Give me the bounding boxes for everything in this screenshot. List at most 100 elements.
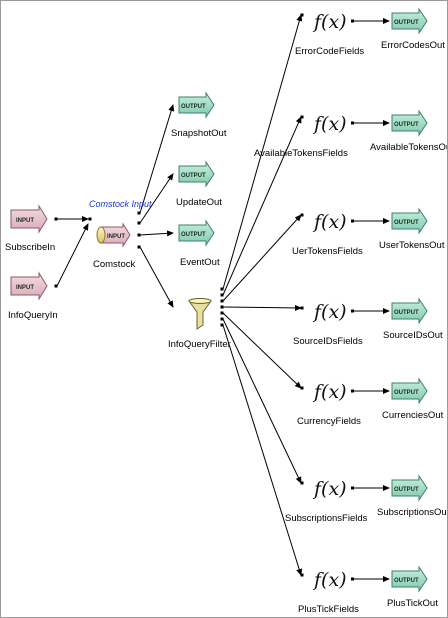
connector: [139, 173, 174, 224]
funnel-icon: [188, 298, 212, 330]
currency-fields-node[interactable]: f(x) CurrencyFields: [297, 381, 361, 427]
subscriptions-out-node[interactable]: OUTPUT SubscriptionsOut: [377, 474, 447, 518]
output-badge-text: OUTPUT: [394, 310, 419, 316]
snapshot-out-label: SnapshotOut: [171, 128, 227, 139]
output-arrow-icon: OUTPUT: [391, 474, 428, 502]
plustick-fields-label: PlusTickFields: [298, 604, 359, 615]
usertokens-fields-label: UerTokensFields: [292, 246, 363, 257]
availabletokens-out-label: AvailableTokensOut: [370, 142, 447, 153]
errorcode-fields-node[interactable]: f(x) ErrorCodeFields: [295, 11, 364, 57]
subscribe-in-label: SubscribeIn: [5, 242, 55, 253]
connector: [222, 304, 302, 311]
field-row-currency: f(x) CurrencyFields OUTPUT CurrenciesOut: [297, 377, 444, 427]
availabletokens-out-node[interactable]: OUTPUT AvailableTokensOut: [370, 109, 447, 153]
input-arrow-icon: INPUT: [10, 204, 48, 234]
function-icon: f(x): [312, 211, 347, 233]
currency-fields-label: CurrencyFields: [297, 416, 361, 427]
input-badge-text: INPUT: [16, 218, 34, 224]
input-arrow-icon: INPUT: [10, 271, 48, 301]
event-out-node[interactable]: OUTPUT EventOut: [178, 219, 220, 268]
subscriptions-out-label: SubscriptionsOut: [377, 507, 447, 518]
function-symbol: f(x): [312, 301, 347, 323]
availabletokens-fields-label: AvailableTokensFields: [254, 148, 348, 159]
event-out-label: EventOut: [180, 257, 220, 268]
output-badge-text: OUTPUT: [181, 173, 206, 179]
output-badge-text: OUTPUT: [394, 220, 419, 226]
errorcode-out-node[interactable]: OUTPUT ErrorCodesOut: [381, 7, 445, 51]
plustick-fields-node[interactable]: f(x) PlusTickFields: [298, 569, 359, 615]
infoquery-in-node[interactable]: INPUT InfoQueryIn: [8, 271, 58, 321]
output-arrow-icon: OUTPUT: [178, 91, 215, 119]
output-badge-text: OUTPUT: [394, 122, 419, 128]
input-badge-text: INPUT: [16, 285, 34, 291]
function-symbol: f(x): [312, 569, 347, 591]
connector: [222, 312, 302, 389]
function-symbol: f(x): [312, 478, 347, 500]
subscriptions-fields-node[interactable]: f(x) SubscriptionsFields: [285, 478, 368, 524]
comstock-label: Comstock: [93, 259, 135, 270]
function-icon: f(x): [312, 301, 347, 323]
function-symbol: f(x): [312, 381, 347, 403]
output-badge-text: OUTPUT: [394, 390, 419, 396]
output-arrow-icon: OUTPUT: [391, 297, 428, 325]
currency-out-node[interactable]: OUTPUT CurrenciesOut: [382, 377, 444, 421]
connector: [222, 318, 302, 484]
usertokens-fields-node[interactable]: f(x) UerTokensFields: [292, 211, 363, 257]
function-icon: f(x): [312, 569, 347, 591]
field-row-usertokens: f(x) UerTokensFields OUTPUT UserTokensOut: [292, 207, 445, 257]
sourceids-fields-node[interactable]: f(x) SourceIDsFields: [293, 301, 363, 347]
connector: [222, 14, 303, 290]
subscribe-in-node[interactable]: INPUT SubscribeIn: [5, 204, 55, 253]
field-rows: f(x)ErrorCodeFieldsOUTPUTErrorCodesOutf(…: [254, 7, 447, 615]
errorcode-fields-label: ErrorCodeFields: [295, 46, 364, 57]
comstock-badge-text: INPUT: [107, 234, 125, 240]
function-symbol: f(x): [312, 211, 347, 233]
output-arrow-icon: OUTPUT: [391, 377, 428, 405]
function-icon: f(x): [312, 113, 347, 135]
output-arrow-icon: OUTPUT: [391, 565, 428, 593]
output-badge-text: OUTPUT: [394, 20, 419, 26]
plustick-out-node[interactable]: OUTPUT PlusTickOut: [387, 565, 438, 609]
errorcode-out-label: ErrorCodesOut: [381, 40, 445, 51]
plustick-out-label: PlusTickOut: [387, 598, 438, 609]
output-arrow-icon: OUTPUT: [391, 7, 428, 35]
field-row-subscriptions: f(x) SubscriptionsFields OUTPUT Subscriptio…: [285, 474, 447, 524]
connector: [222, 324, 303, 576]
infoquery-in-label: InfoQueryIn: [8, 310, 58, 321]
output-arrow-icon: OUTPUT: [178, 219, 215, 247]
comstock-node[interactable]: Comstock Input INPUT Comstock: [89, 199, 152, 270]
connector: [139, 104, 175, 214]
output-arrow-icon: OUTPUT: [178, 160, 215, 188]
function-icon: f(x): [312, 11, 347, 33]
connector: [139, 246, 174, 308]
snapshot-out-node[interactable]: OUTPUT SnapshotOut: [171, 91, 227, 139]
output-badge-text: OUTPUT: [394, 487, 419, 493]
sourceids-fields-label: SourceIDsFields: [293, 336, 363, 347]
connector: [222, 116, 302, 296]
update-out-label: UpdateOut: [176, 197, 222, 208]
comstock-input-annotation: Comstock Input: [89, 199, 152, 209]
infoquery-filter-node[interactable]: InfoQueryFilter: [168, 298, 231, 351]
function-icon: f(x): [312, 381, 347, 403]
infoquery-filter-label: InfoQueryFilter: [168, 339, 231, 350]
connector: [222, 214, 302, 302]
function-icon: f(x): [312, 478, 347, 500]
field-row-availabletokens: f(x) AvailableTokensFields OUTPUT Available…: [254, 109, 447, 159]
field-row-errorcode: f(x) ErrorCodeFields OUTPUT ErrorCodesOut: [295, 7, 445, 57]
connector: [139, 230, 174, 237]
output-badge-text: OUTPUT: [181, 232, 206, 238]
output-arrow-icon: OUTPUT: [391, 207, 428, 235]
update-out-node[interactable]: OUTPUT UpdateOut: [176, 160, 222, 208]
function-symbol: f(x): [312, 11, 347, 33]
usertokens-out-node[interactable]: OUTPUT UserTokensOut: [379, 207, 445, 251]
connector-lines: [54, 13, 390, 582]
field-row-plustick: f(x) PlusTickFields OUTPUT PlusTickOut: [298, 565, 438, 615]
subscriptions-fields-label: SubscriptionsFields: [285, 513, 368, 524]
availabletokens-fields-node[interactable]: f(x) AvailableTokensFields: [254, 113, 348, 159]
currency-out-label: CurrenciesOut: [382, 410, 444, 421]
usertokens-out-label: UserTokensOut: [379, 240, 445, 251]
function-symbol: f(x): [312, 113, 347, 135]
